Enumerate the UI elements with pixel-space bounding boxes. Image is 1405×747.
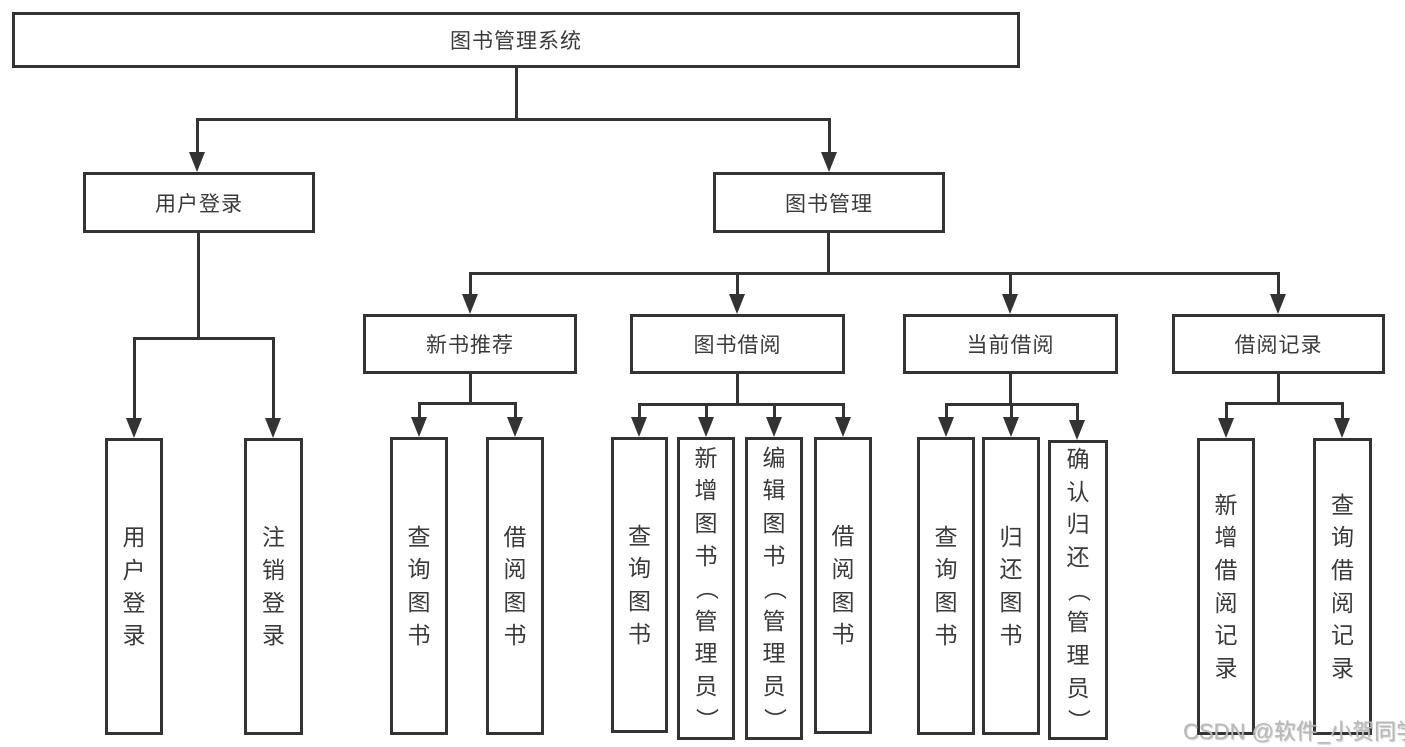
arrow-down-icon (1218, 418, 1234, 438)
leaf-current-return-books: 归还图书 (982, 437, 1040, 735)
line (736, 272, 739, 296)
line (1225, 402, 1228, 419)
arrow-down-icon (1069, 420, 1085, 440)
line (469, 272, 472, 296)
line (773, 403, 776, 418)
line (1009, 272, 1012, 296)
arrow-down-icon (265, 418, 281, 438)
arrow-down-icon (507, 417, 523, 437)
line (133, 337, 136, 419)
leaf-user-login: 用户登录 (105, 438, 163, 735)
line (469, 272, 1280, 275)
arrow-down-icon (821, 152, 837, 172)
line (638, 403, 845, 406)
arrow-down-icon (126, 418, 142, 438)
arrow-down-icon (729, 294, 745, 314)
line (705, 403, 708, 418)
line (196, 118, 199, 154)
line (418, 402, 421, 418)
line (515, 68, 518, 121)
leaf-borrow-query-books: 查询图书 (611, 437, 668, 733)
arrow-down-icon (631, 417, 647, 437)
leaf-logout: 注销登录 (244, 438, 303, 735)
arrow-down-icon (411, 417, 427, 437)
leaf-current-confirm-return-admin: 确认归还（管理员） (1048, 440, 1108, 740)
node-new-book-recommend: 新书推荐 (363, 314, 577, 374)
line (133, 337, 275, 340)
line (1225, 402, 1343, 405)
leaf-rec-borrow-books: 借阅图书 (486, 437, 544, 735)
line (945, 403, 948, 418)
node-user-login: 用户登录 (83, 172, 315, 233)
node-book-management: 图书管理 (713, 172, 945, 233)
line (736, 374, 739, 406)
arrow-down-icon (1002, 294, 1018, 314)
arrow-down-icon (698, 417, 714, 437)
line (272, 337, 275, 419)
line (827, 233, 830, 275)
node-root-system: 图书管理系统 (12, 12, 1020, 68)
arrow-down-icon (462, 294, 478, 314)
line (1277, 272, 1280, 296)
leaf-borrow-add-books-admin: 新增图书（管理员） (677, 437, 735, 740)
arrow-down-icon (1270, 294, 1286, 314)
node-borrow-records: 借阅记录 (1172, 314, 1385, 374)
line (197, 233, 200, 339)
arrow-down-icon (766, 417, 782, 437)
line (469, 374, 472, 405)
arrow-down-icon (1003, 417, 1019, 437)
line (842, 403, 845, 418)
arrow-down-icon (1334, 418, 1350, 438)
line (196, 118, 831, 121)
arrow-down-icon (835, 417, 851, 437)
line (1076, 403, 1079, 421)
leaf-borrow-borrow-books: 借阅图书 (814, 437, 872, 734)
line (514, 402, 517, 418)
line (1277, 374, 1280, 405)
leaf-records-query-record: 查询借阅记录 (1313, 438, 1372, 735)
leaf-records-add-record: 新增借阅记录 (1197, 438, 1255, 735)
line (1341, 402, 1344, 419)
leaf-current-query-books: 查询图书 (917, 437, 975, 735)
leaf-rec-query-books: 查询图书 (390, 437, 448, 735)
node-book-borrow: 图书借阅 (630, 314, 845, 374)
arrow-down-icon (938, 417, 954, 437)
line (828, 118, 831, 154)
line (638, 403, 641, 418)
line (418, 402, 517, 405)
line (1009, 374, 1012, 406)
leaf-borrow-edit-books-admin: 编辑图书（管理员） (745, 437, 803, 740)
csdn-watermark: CSDN @软件_小贺同学 (1183, 719, 1405, 744)
arrow-down-icon (189, 152, 205, 172)
node-current-borrow: 当前借阅 (903, 314, 1118, 374)
line (1010, 403, 1013, 418)
